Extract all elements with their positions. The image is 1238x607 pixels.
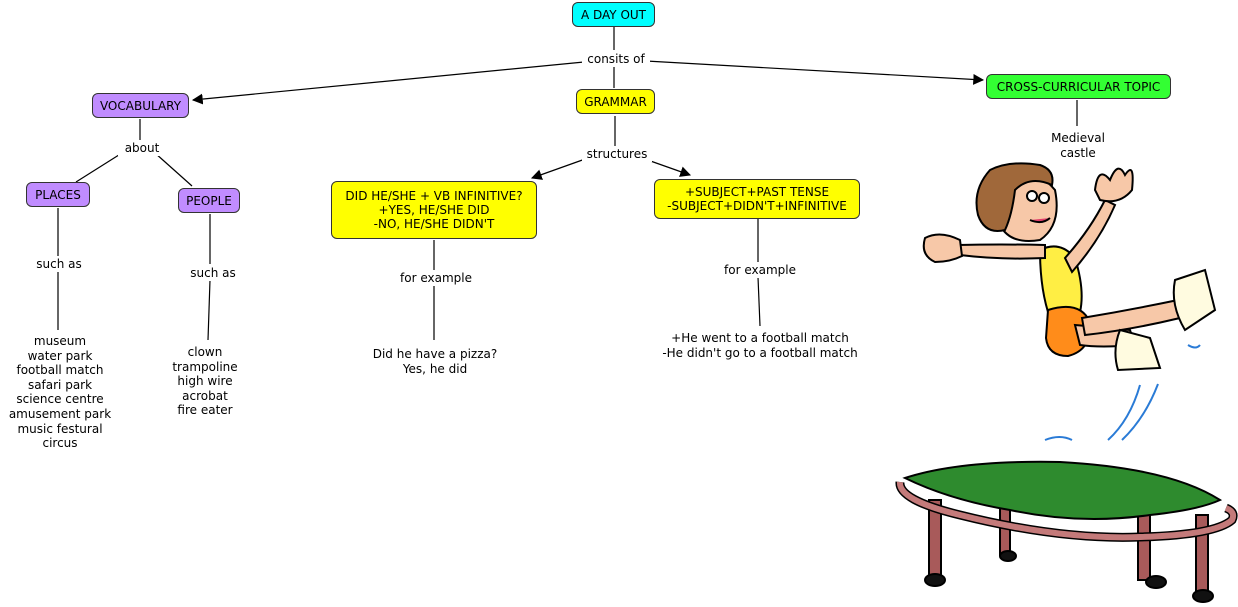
link-question-for-example: for example [394,270,478,286]
link-people-such-as: such as [184,265,242,281]
concept-grammar[interactable]: GRAMMAR [576,89,655,114]
leaf-people-list: clown trampoline high wire acrobat fire … [172,345,238,418]
concept-statement-rule[interactable]: +SUBJECT+PAST TENSE -SUBJECT+DIDN'T+INFI… [654,179,860,219]
link-about: about [118,140,166,156]
concept-cross-curricular-topic[interactable]: CROSS-CURRICULAR TOPIC [986,74,1171,99]
leaf-question-example: Did he have a pizza? Yes, he did [372,347,498,376]
concept-places[interactable]: PLACES [26,182,90,207]
girl-jumping-on-trampoline-icon [895,162,1238,603]
link-consits-of: consits of [582,51,650,67]
link-structures: structures [582,146,652,162]
connector-lines [57,27,1078,341]
link-places-such-as: such as [30,256,88,272]
concept-root[interactable]: A DAY OUT [572,2,655,27]
leaf-medieval-castle: Medieval castle [1051,131,1105,160]
concept-people[interactable]: PEOPLE [178,188,240,213]
concept-vocabulary[interactable]: VOCABULARY [92,93,189,118]
link-statement-for-example: for example [718,262,802,278]
concept-question-rule[interactable]: DID HE/SHE + VB INFINITIVE? +YES, HE/SHE… [331,181,537,239]
leaf-statement-example: +He went to a football match -He didn't … [662,331,858,360]
leaf-places-list: museum water park football match safari … [8,334,112,451]
